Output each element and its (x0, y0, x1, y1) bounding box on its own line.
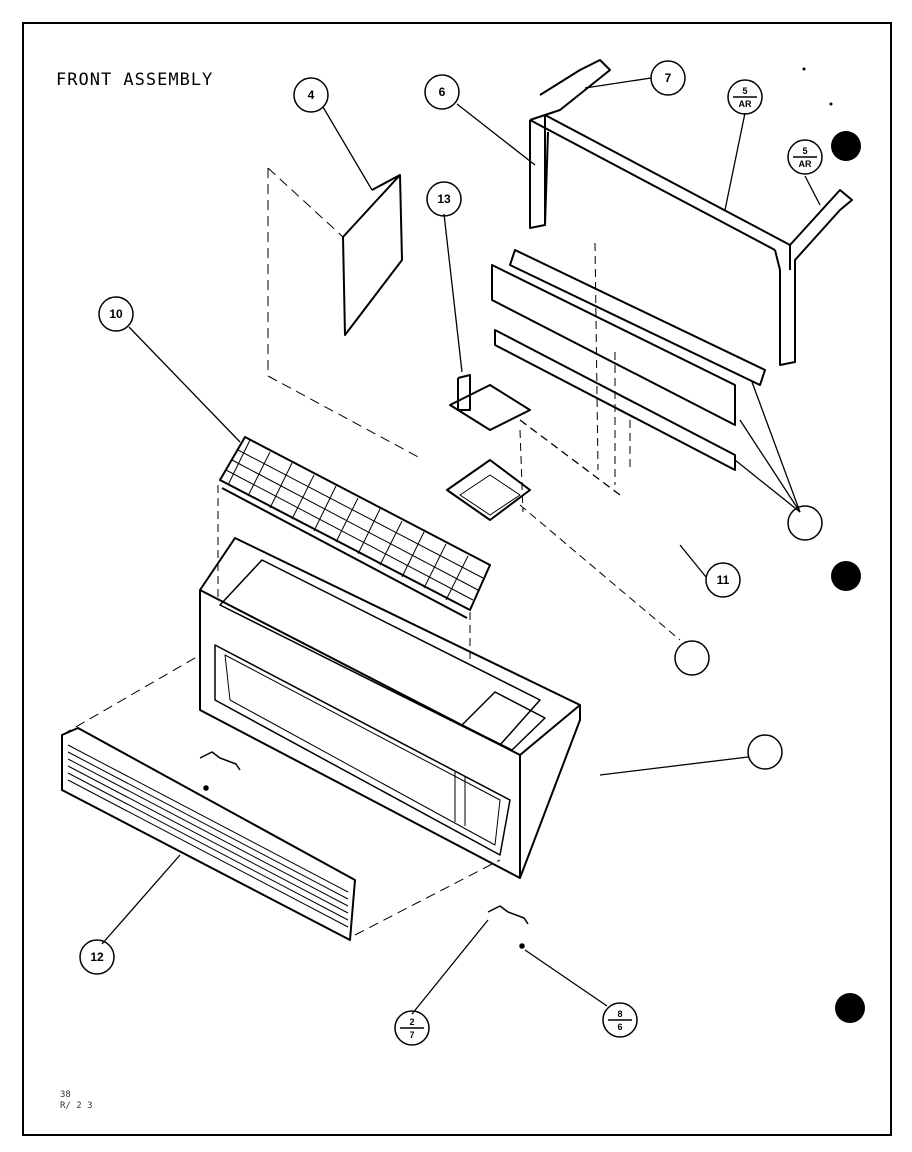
callout-5ar2-top: 5 (802, 146, 807, 156)
part-4-panel (267, 167, 421, 459)
part-10-grille (217, 436, 491, 660)
corner-note-line2: R/ 2 3 (60, 1101, 93, 1111)
part-small-tray (446, 459, 681, 641)
callout-6-label: 6 (439, 85, 446, 99)
callout-4-label: 4 (308, 88, 315, 102)
part-9-strips (491, 242, 766, 485)
leader-lines (101, 77, 821, 1015)
callout-8-top: 8 (617, 1009, 622, 1019)
callout-2-top: 2 (409, 1017, 414, 1027)
callout-5ar-bottom: AR (739, 99, 752, 109)
callout-2-bottom: 7 (409, 1030, 414, 1040)
fastener-clips (199, 751, 529, 949)
corner-note-line1: 38 (60, 1090, 71, 1100)
part-6-frame (529, 59, 853, 366)
registration-dots (802, 67, 865, 1023)
part-13-bracket (449, 374, 531, 513)
main-cabinet (199, 537, 581, 879)
callout-circles (79, 60, 823, 1046)
callout-11-label: 11 (717, 573, 730, 587)
border-frame (22, 22, 892, 1136)
callout-5ar2-bottom: AR (799, 159, 812, 169)
page-title: FRONT ASSEMBLY (56, 70, 214, 90)
callout-13-label: 13 (437, 192, 451, 206)
callout-12-label: 12 (90, 950, 104, 964)
callout-10-label: 10 (109, 307, 123, 321)
part-12-front-grille (61, 654, 501, 941)
callout-7-label: 7 (665, 71, 672, 85)
callout-5ar-top: 5 (742, 86, 747, 96)
callout-8-bottom: 6 (617, 1022, 622, 1032)
